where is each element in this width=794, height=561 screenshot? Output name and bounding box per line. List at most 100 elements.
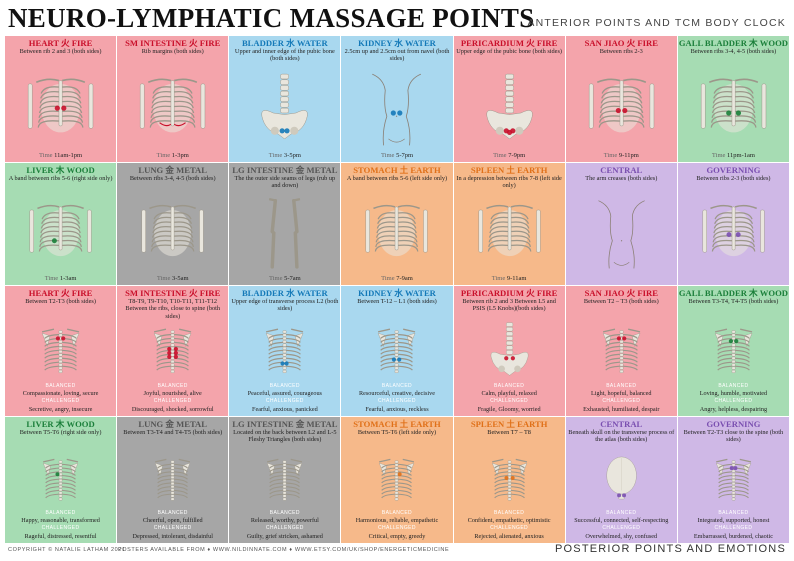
- challenged-label: CHALLENGED: [602, 398, 641, 404]
- balanced-emotions: Integrated, supported, honest: [697, 517, 770, 524]
- point-description: Between T2-T3 (both sides): [25, 298, 96, 305]
- time-value: 11pm-1am: [727, 152, 755, 159]
- challenged-emotions: Rageful, distressed, resentful: [24, 533, 97, 540]
- time-label: Time 7-9am: [341, 275, 452, 282]
- point-title: LUNG 金 METAL: [138, 165, 208, 175]
- point-title: SM INTESTINE 火 FIRE: [125, 38, 221, 48]
- availability-text: POSTERS AVAILABLE FROM ♦ WWW.NILDINNATE.…: [118, 547, 450, 553]
- balanced-emotions: Loving, humble, motivated: [699, 390, 768, 397]
- time-label: Time 9-11am: [454, 275, 565, 282]
- skeleton-illustration: [341, 66, 452, 147]
- point-title: PERICARDIUM 火 FIRE: [460, 288, 558, 298]
- time-prefix: Time: [44, 275, 59, 282]
- balanced-emotions: Harmonious, reliable, empathetic: [355, 517, 439, 524]
- point-description: Between ribs 3-4, 4-5 (both sides): [690, 48, 777, 55]
- point-description: The arm creases (both sides): [585, 175, 658, 182]
- balanced-label: BALANCED: [157, 383, 188, 389]
- balanced-label: BALANCED: [494, 510, 525, 516]
- time-value: 9-11am: [506, 275, 527, 282]
- challenged-emotions: Depressed, intolerant, disdainful: [132, 533, 213, 540]
- time-value: 7-9pm: [508, 152, 526, 159]
- balanced-emotions: Happy, reasonable, transformed: [21, 517, 100, 524]
- point-title: GALL BLADDER 木 WOOD: [678, 288, 788, 298]
- point-description: Between T5-T6 (right side only): [19, 429, 102, 436]
- skeleton-illustration: [5, 447, 116, 509]
- massage-point: [729, 466, 734, 471]
- massage-point: [510, 476, 515, 480]
- point-description: Upper edge of transverse process L2 (bot…: [231, 298, 339, 313]
- point-title: SM INTESTINE 火 FIRE: [125, 288, 221, 298]
- point-description: Upper and inner edge of the pubic bone (…: [234, 48, 335, 63]
- point-title: LIVER 木 WOOD: [26, 165, 95, 175]
- balanced-label: BALANCED: [381, 510, 413, 516]
- point-description: Beneath skull on the transverse process …: [568, 429, 675, 444]
- challenged-label: CHALLENGED: [41, 525, 80, 531]
- balanced-emotions: Light, hopeful, balanced: [591, 390, 652, 397]
- point-description: Between T3-T4, T4-T5 (both sides): [688, 298, 779, 305]
- massage-point: [397, 110, 403, 116]
- skeleton-illustration: [5, 193, 116, 270]
- challenged-emotions: Secretive, angry, insecure: [28, 406, 93, 413]
- skeleton-illustration: [229, 316, 340, 382]
- time-label: Time 5-7pm: [341, 152, 452, 159]
- skeleton-illustration: [117, 193, 228, 270]
- point-title: GOVERNING: [706, 419, 761, 429]
- massage-point: [726, 232, 732, 238]
- skeleton-illustration: [454, 66, 565, 147]
- massage-point: [735, 232, 741, 238]
- point-title: SAN JIAO 火 FIRE: [584, 288, 658, 298]
- balanced-emotions: Joyful, nourished, alive: [143, 390, 202, 397]
- massage-point: [51, 238, 57, 244]
- point-title: CENTRAL: [600, 419, 643, 429]
- point-description: Between ribs 3-4, 4-5 (both sides): [129, 175, 216, 182]
- massage-point: [504, 476, 509, 480]
- skeleton-illustration: [678, 193, 789, 270]
- time-label: Time 7-9pm: [454, 152, 565, 159]
- time-label: Time 1-3pm: [117, 152, 228, 159]
- challenged-emotions: Guilty, grief stricken, ashamed: [246, 533, 323, 540]
- point-description: The the outer side seams of legs (rub up…: [234, 175, 336, 190]
- massage-point: [397, 357, 402, 362]
- balanced-emotions: Confident, empathetic, optimistic: [467, 517, 551, 524]
- massage-point: [61, 105, 67, 111]
- point-title: STOMACH 土 EARTH: [353, 165, 441, 175]
- skeleton-illustration: [454, 447, 565, 509]
- balanced-label: BALANCED: [269, 383, 300, 389]
- challenged-label: CHALLENGED: [714, 525, 753, 531]
- time-label: Time 5-7am: [229, 275, 340, 282]
- massage-point: [509, 128, 515, 134]
- point-description: In a depression between ribs 7-8 (left s…: [456, 175, 562, 190]
- skeleton-illustration: [117, 447, 228, 509]
- point-description: Upper edge of the pubic bone (both sides…: [456, 48, 563, 55]
- skeleton-illustration: [229, 447, 340, 509]
- point-description: Between T2 – T3 (both sides): [583, 298, 659, 305]
- point-description: 2.5cm up and 2.5cm out from navel (both …: [344, 48, 450, 63]
- time-prefix: Time: [491, 275, 506, 282]
- point-description: T8-T9, T9-T10, T10-T11, T11-T12 Between …: [125, 298, 221, 320]
- balanced-label: BALANCED: [45, 383, 76, 389]
- massage-point: [284, 361, 289, 366]
- balanced-emotions: Calm, playful, relaxed: [481, 390, 537, 397]
- poster-title: NEURO-LYMPHATIC MASSAGE POINTS: [8, 3, 535, 33]
- balanced-label: BALANCED: [381, 383, 413, 389]
- point-title: BLADDER 水 WATER: [241, 38, 328, 48]
- time-label: Time 1-3am: [5, 275, 116, 282]
- skeleton-illustration: [341, 193, 452, 270]
- skeleton-illustration: [566, 447, 677, 509]
- balanced-label: BALANCED: [718, 383, 749, 389]
- point-title: SAN JIAO 火 FIRE: [584, 38, 658, 48]
